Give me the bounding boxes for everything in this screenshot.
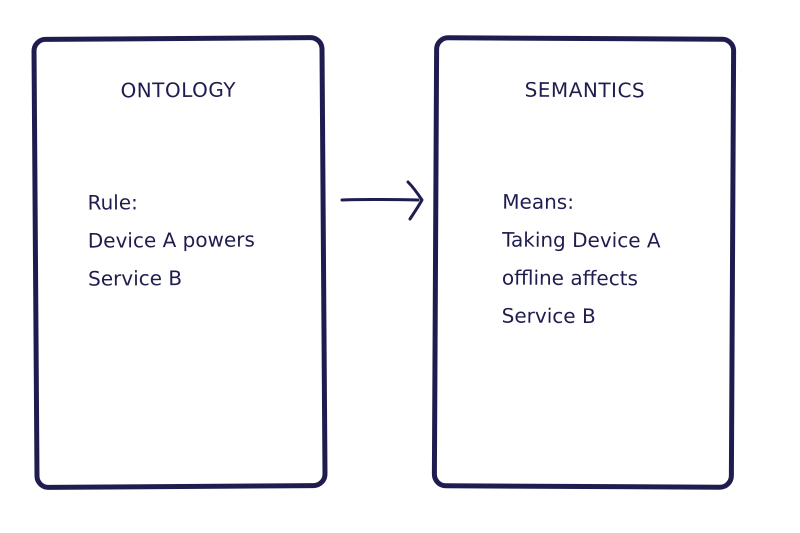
arrow-right-icon — [340, 180, 424, 221]
ontology-line-3: Service B — [88, 265, 183, 291]
semantics-line-2: Taking Device A — [502, 227, 661, 253]
semantics-card: SEMANTICS Means: Taking Device A offline… — [431, 35, 737, 490]
ontology-line-1: Rule: — [87, 190, 138, 215]
semantics-line-3: offline affects — [501, 265, 639, 291]
semantics-line-1: Means: — [502, 189, 575, 214]
ontology-title: ONTOLOGY — [120, 77, 237, 103]
semantics-title: SEMANTICS — [524, 77, 646, 103]
ontology-line-2: Device A powers — [87, 227, 255, 253]
ontology-card: ONTOLOGY Rule: Device A powers Service B — [31, 34, 328, 491]
semantics-body: Means: Taking Device A offline affects S… — [502, 183, 661, 336]
ontology-body: Rule: Device A powers Service B — [87, 182, 255, 297]
semantics-line-4: Service B — [501, 303, 596, 329]
